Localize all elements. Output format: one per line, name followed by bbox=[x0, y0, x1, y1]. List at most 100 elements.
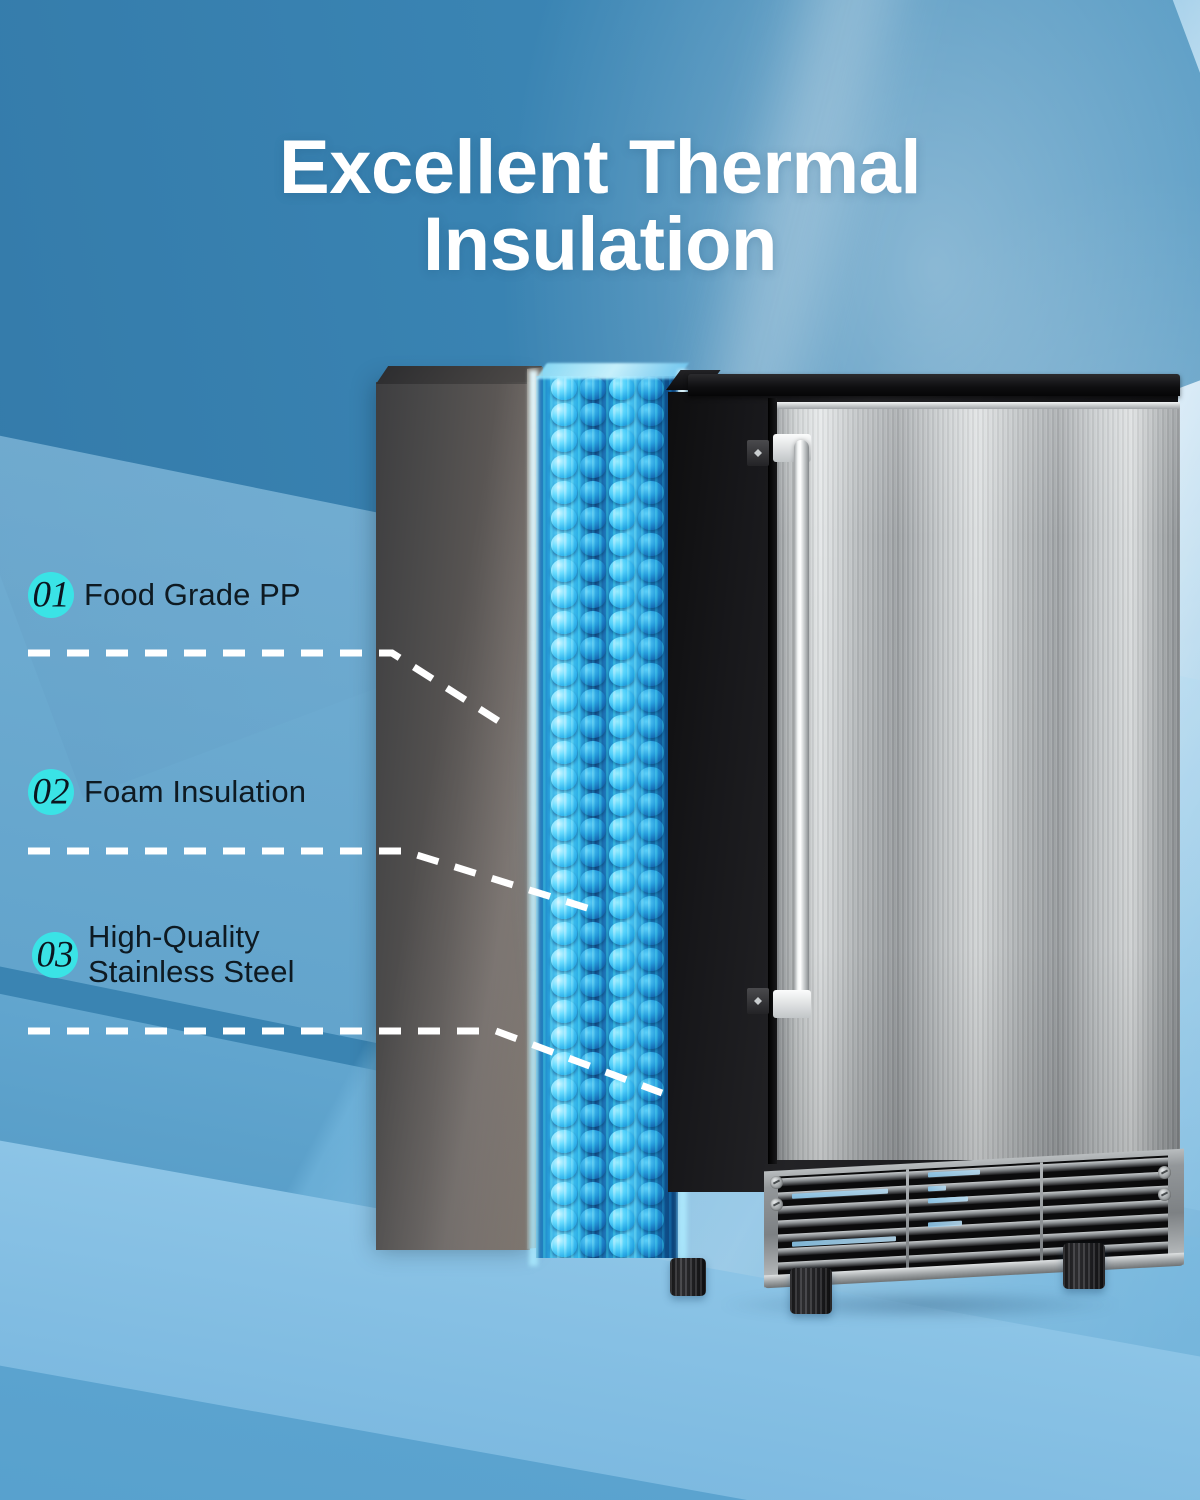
foam-bubble bbox=[550, 818, 577, 842]
foam-bubble bbox=[637, 1129, 664, 1153]
foam-bubble bbox=[637, 766, 664, 790]
foam-bubble bbox=[579, 481, 606, 505]
foam-bubble bbox=[608, 584, 635, 608]
foam-bubble bbox=[637, 974, 664, 998]
foam-bubble bbox=[579, 1103, 606, 1127]
foam-bubble bbox=[550, 403, 577, 427]
foam-bubble bbox=[637, 1207, 664, 1231]
foam-bubble bbox=[608, 1103, 635, 1127]
foam-bubble-row bbox=[536, 454, 678, 480]
door-handle[interactable] bbox=[747, 434, 818, 1018]
grille-screw-mid-left bbox=[770, 1198, 783, 1211]
foam-bubble bbox=[608, 714, 635, 738]
foam-bubble bbox=[550, 377, 577, 401]
leveling-foot-rear-left bbox=[670, 1258, 706, 1296]
callout-01[interactable]: 01 Food Grade PP bbox=[28, 572, 301, 618]
foam-bubble bbox=[579, 507, 606, 531]
foam-bubble-row bbox=[536, 532, 678, 558]
foam-bubble bbox=[608, 662, 635, 686]
foam-bubble bbox=[579, 740, 606, 764]
foam-bubble bbox=[550, 766, 577, 790]
foam-bubble bbox=[608, 844, 635, 868]
foam-bubble bbox=[550, 714, 577, 738]
unit-ground-shadow bbox=[640, 1282, 1200, 1328]
foam-bubble bbox=[637, 636, 664, 660]
callout-02-label: Foam Insulation bbox=[84, 773, 307, 809]
foam-bubble bbox=[550, 974, 577, 998]
foam-bubble bbox=[550, 481, 577, 505]
foam-bubble bbox=[579, 377, 606, 401]
foam-bubble bbox=[550, 1233, 577, 1257]
foam-bubble bbox=[579, 584, 606, 608]
foam-bubble-row bbox=[536, 480, 678, 506]
foam-bubble-row bbox=[536, 661, 678, 687]
foam-bubble bbox=[550, 1000, 577, 1024]
foam-top-edge bbox=[536, 363, 689, 379]
callout-02[interactable]: 02 Foam Insulation bbox=[28, 769, 306, 815]
foam-bubble bbox=[550, 1129, 577, 1153]
foam-bubble bbox=[608, 1207, 635, 1231]
foam-bubble bbox=[608, 559, 635, 583]
front-vent-grille bbox=[764, 1148, 1184, 1290]
foam-bubble bbox=[608, 1233, 635, 1257]
foam-bubble-row bbox=[536, 506, 678, 532]
foam-bubble-row bbox=[536, 376, 678, 402]
foam-bubble bbox=[637, 455, 664, 479]
foam-bubble bbox=[550, 1155, 577, 1179]
foam-bubble-row bbox=[536, 947, 678, 973]
foam-bubble bbox=[579, 766, 606, 790]
foam-bubble bbox=[550, 507, 577, 531]
foam-bubble bbox=[637, 507, 664, 531]
foam-bubble bbox=[579, 1181, 606, 1205]
callout-03[interactable]: 03 High-Quality Stainless Steel bbox=[32, 919, 295, 989]
foam-bubble bbox=[579, 792, 606, 816]
foam-bubble-row bbox=[536, 1232, 678, 1258]
foam-bubble bbox=[550, 948, 577, 972]
foam-bubble-row bbox=[536, 1128, 678, 1154]
foam-bubble bbox=[579, 610, 606, 634]
foam-bubble bbox=[608, 403, 635, 427]
foam-bubble bbox=[550, 1181, 577, 1205]
foam-bubble bbox=[637, 610, 664, 634]
foam-bubble bbox=[579, 1207, 606, 1231]
foam-bubble bbox=[579, 1000, 606, 1024]
callout-02-badge: 02 bbox=[28, 769, 74, 815]
foam-bubble bbox=[608, 792, 635, 816]
foam-bubble bbox=[608, 896, 635, 920]
foam-bubble bbox=[637, 429, 664, 453]
foam-bubble bbox=[637, 1181, 664, 1205]
foam-bubble-row bbox=[536, 609, 678, 635]
foam-bubble bbox=[550, 455, 577, 479]
foam-cut-ridges bbox=[536, 376, 678, 1258]
foam-bubble-row bbox=[536, 687, 678, 713]
foam-bubble bbox=[608, 740, 635, 764]
foam-bubble bbox=[637, 818, 664, 842]
foam-bubble-row bbox=[536, 765, 678, 791]
foam-bubble-row bbox=[536, 739, 678, 765]
foam-bubble-row bbox=[536, 817, 678, 843]
door-brushed-texture bbox=[776, 402, 1180, 1160]
foam-bubble-row bbox=[536, 1102, 678, 1128]
foam-bubble bbox=[579, 455, 606, 479]
foam-bubble bbox=[550, 922, 577, 946]
foam-bubble-row bbox=[536, 402, 678, 428]
stainless-steel-door[interactable] bbox=[776, 402, 1180, 1160]
door-hinge-gap bbox=[768, 398, 777, 1164]
callout-03-badge: 03 bbox=[32, 931, 78, 978]
foam-bubble bbox=[637, 1233, 664, 1257]
foam-bubble-row bbox=[536, 558, 678, 584]
door-top-edge bbox=[776, 402, 1180, 409]
page-title-line-1: Excellent Thermal bbox=[279, 124, 922, 210]
foam-bubble bbox=[608, 455, 635, 479]
callout-03-number: 03 bbox=[36, 934, 74, 976]
foam-bubble-row bbox=[536, 921, 678, 947]
foam-bubble-row bbox=[536, 713, 678, 739]
foam-bubble bbox=[608, 1000, 635, 1024]
leveling-foot-front-left bbox=[790, 1268, 832, 1314]
foam-bubble bbox=[637, 1103, 664, 1127]
foam-bubble bbox=[579, 974, 606, 998]
foam-bubble bbox=[550, 429, 577, 453]
grille-divider bbox=[1040, 1162, 1043, 1263]
foam-bubble bbox=[637, 403, 664, 427]
